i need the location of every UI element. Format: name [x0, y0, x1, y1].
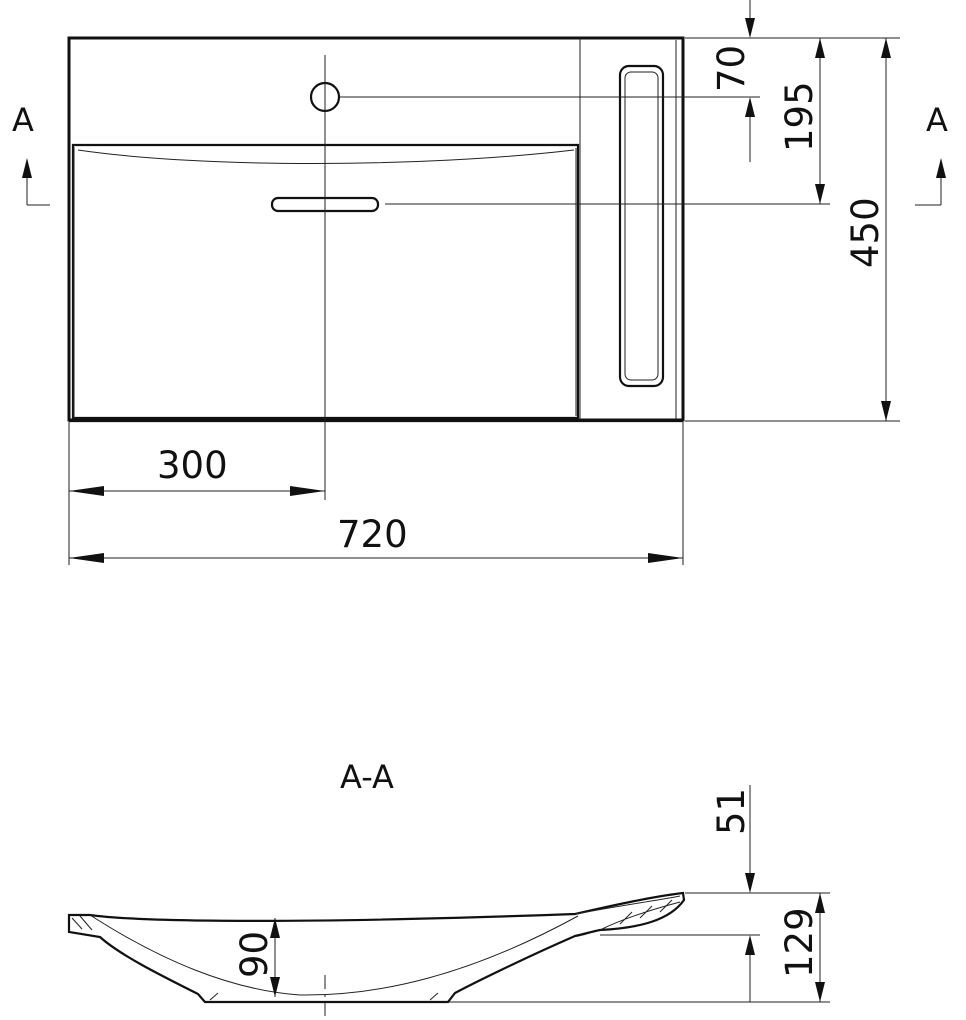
basin-outline — [67, 36, 685, 422]
bowl-recess — [71, 143, 580, 420]
dim-rim-drop: 51 — [710, 785, 755, 1002]
svg-text:A: A — [926, 101, 948, 139]
dim-70-label: 70 — [710, 45, 753, 92]
section-marker-right: A — [915, 101, 948, 206]
section-view — [67, 891, 830, 1020]
top-view — [67, 36, 830, 500]
basin-section-outline — [67, 891, 686, 1004]
dim-195-label: 195 — [778, 81, 821, 152]
dim-width: 720 — [69, 422, 684, 565]
dim-450-label: 450 — [844, 197, 887, 268]
dim-129-label: 129 — [778, 907, 821, 978]
dim-overflow-offset: 195 — [778, 38, 825, 204]
dim-bowl-depth: 90 — [233, 918, 280, 997]
section-title: A-A — [340, 758, 394, 796]
dim-depth: 450 — [685, 38, 900, 422]
dim-tap-hole-offset: 70 — [685, 0, 900, 162]
dim-300-label: 300 — [157, 444, 228, 487]
section-marker-left: A — [12, 101, 50, 206]
dim-51-label: 51 — [710, 788, 753, 835]
svg-text:A: A — [12, 101, 34, 139]
dim-total-height: 129 — [778, 893, 825, 1002]
dim-tap-from-left: 300 — [68, 422, 325, 565]
dim-720-label: 720 — [337, 513, 408, 556]
dim-90-label: 90 — [233, 931, 276, 978]
towel-slot — [618, 64, 665, 388]
